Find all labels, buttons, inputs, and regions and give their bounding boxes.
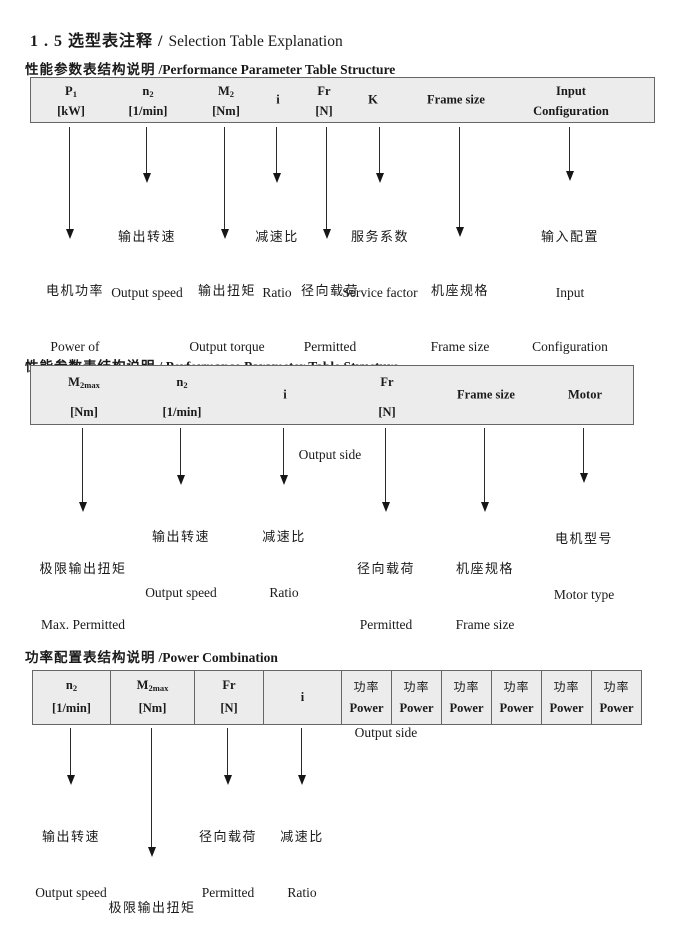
col-k: K — [368, 92, 378, 107]
power-combination-table-header: n2 [1/min] M2max [Nm] Fr [N] i 功率 Power … — [32, 670, 642, 725]
section-1-heading-zh: 性能参数表结构说明 — [25, 62, 156, 77]
col-power-3: 功率 Power — [442, 671, 492, 724]
callout-output-speed: 输出转速 Output speed — [35, 829, 107, 900]
down-arrow — [579, 428, 588, 483]
down-arrow — [65, 127, 74, 239]
page-title: 1 . 5 选型表注释 /Selection Table Explanation — [14, 9, 343, 69]
callout-ratio: 减速比 Ratio — [262, 529, 306, 600]
down-arrow — [142, 127, 151, 183]
callout-input-configuration: 输入配置 Input Configuration — [532, 229, 608, 354]
callout-ratio: 减速比 Ratio — [280, 829, 324, 900]
callout-overhung-load: 径向载荷 Permitted Overhung load Output side — [198, 829, 258, 900]
callout-service-factor: 服务系数 Service factor — [342, 229, 418, 300]
col-fr: Fr [N] — [378, 375, 396, 419]
down-arrow — [322, 127, 331, 239]
callout-max-output-torque: 极限输出扭矩 Max. Permitted Output torque — [108, 900, 196, 915]
callout-output-speed: 输出转速 Output speed — [111, 229, 183, 300]
down-arrow — [565, 127, 574, 181]
down-arrow — [272, 127, 281, 183]
down-arrow — [480, 428, 489, 512]
col-m2max: M2max [Nm] — [111, 671, 195, 724]
col-p1: P1 [kW] — [57, 84, 85, 118]
col-power-4: 功率 Power — [492, 671, 542, 724]
down-arrow — [176, 428, 185, 485]
down-arrow — [297, 728, 306, 785]
down-arrow — [78, 428, 87, 512]
col-fr: Fr [N] — [315, 84, 333, 118]
callout-overhung-load: 径向载荷 Permitted Overhung load Output side — [346, 561, 427, 740]
col-fr: Fr [N] — [195, 671, 264, 724]
col-power-6: 功率 Power — [599, 680, 634, 715]
page-title-zh: 1 . 5 选型表注释 / — [30, 33, 164, 50]
down-arrow — [375, 127, 384, 183]
col-n2: n2 [1/min] — [128, 84, 168, 118]
col-frame-size: Frame size — [427, 92, 485, 107]
down-arrow — [66, 728, 75, 785]
col-n2: n2 [1/min] — [33, 671, 111, 724]
col-i: i — [264, 671, 342, 724]
col-frame-size: Frame size — [457, 387, 515, 402]
callout-frame-size: 机座规格 Frame size — [430, 283, 490, 354]
col-m2max: M2max [Nm] — [68, 375, 100, 419]
down-arrow — [147, 728, 156, 857]
down-arrow — [455, 127, 464, 237]
section-1-heading: 性能参数表结构说明/Performance Parameter Table St… — [9, 40, 395, 97]
col-input-configuration: Input Configuration — [533, 84, 609, 118]
down-arrow — [279, 428, 288, 485]
performance-table-1-header: P1 [kW] n2 [1/min] M2 [Nm] i Fr [N] K Fr… — [30, 77, 655, 123]
section-1-heading-en: /Performance Parameter Table Structure — [158, 62, 396, 77]
col-power-1: 功率 Power — [342, 671, 392, 724]
page-title-en: Selection Table Explanation — [168, 33, 343, 50]
col-power-5: 功率 Power — [542, 671, 592, 724]
callout-motor-type: 电机型号 Motor type — [553, 531, 615, 602]
callout-output-speed: 输出转速 Output speed — [145, 529, 217, 600]
section-3-heading: 功率配置表结构说明/Power Combination — [9, 628, 278, 685]
callout-frame-size: 机座规格 Frame size — [455, 561, 515, 632]
down-arrow — [223, 728, 232, 785]
callout-ratio: 减速比 Ratio — [255, 229, 299, 300]
section-3-heading-en: /Power Combination — [158, 650, 278, 665]
section-3-heading-zh: 功率配置表结构说明 — [25, 650, 156, 665]
col-motor: Motor — [567, 387, 603, 402]
down-arrow — [220, 127, 229, 239]
col-i: i — [283, 387, 287, 402]
down-arrow — [381, 428, 390, 512]
col-power-2: 功率 Power — [392, 671, 442, 724]
callout-output-torque: 输出扭矩 Output torque — [189, 283, 265, 354]
col-m2: M2 [Nm] — [212, 84, 240, 118]
col-i: i — [276, 92, 280, 107]
performance-table-2-header: M2max [Nm] n2 [1/min] i Fr [N] Frame siz… — [30, 365, 634, 425]
col-n2: n2 [1/min] — [162, 375, 202, 419]
